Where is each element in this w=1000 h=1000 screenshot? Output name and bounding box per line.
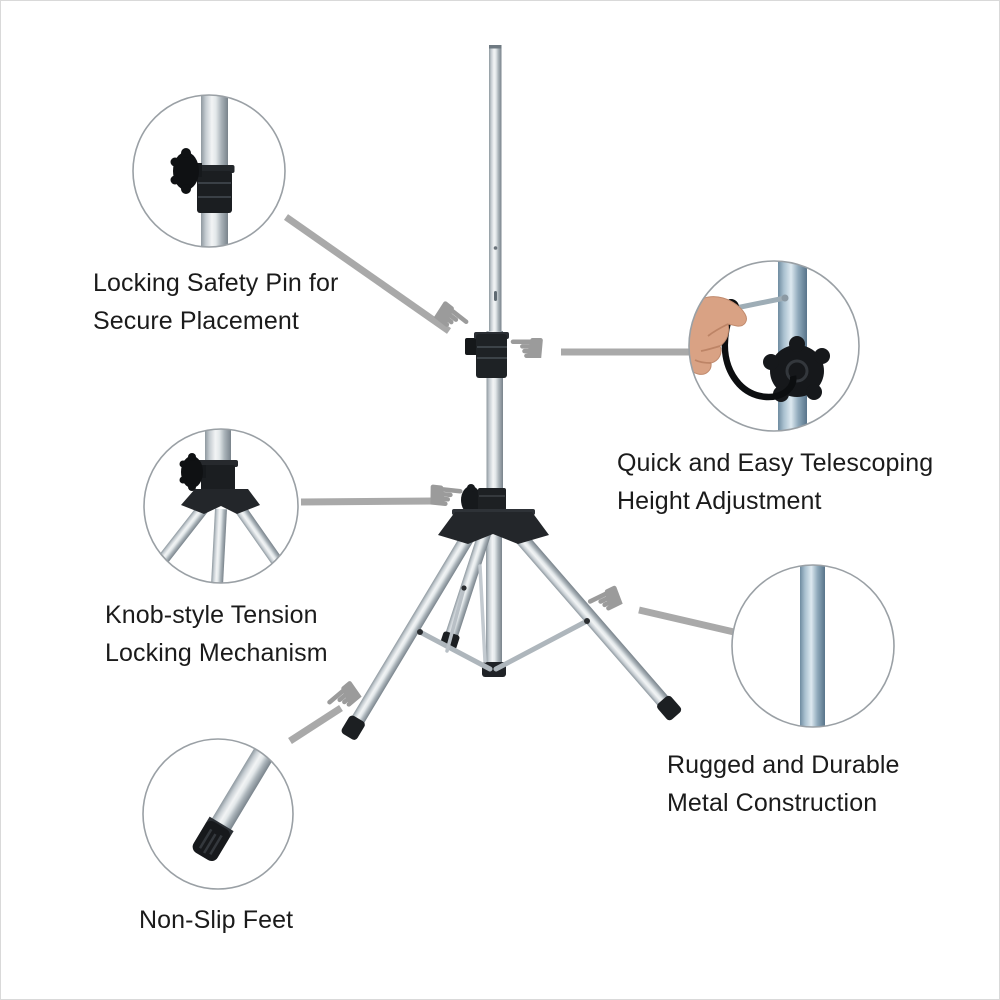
lower-pole (486, 511, 502, 669)
leg-with-foot (192, 739, 284, 862)
metal-pole-section (800, 565, 825, 727)
callout-label-telescoping: Quick and Easy Telescoping Height Adjust… (617, 449, 934, 515)
left-foot (341, 715, 365, 740)
right-leg (504, 520, 682, 721)
callout-label-metal: Rugged and Durable Metal Construction (667, 751, 900, 817)
leader-line-safety-pin (283, 214, 452, 334)
leader-line-tension-knob (300, 497, 435, 506)
leader-line-metal (638, 606, 735, 636)
clamp-knob (465, 338, 478, 355)
upper-pole (489, 45, 502, 337)
pointing-hand-icon: ☛ (423, 469, 469, 524)
right-foot (657, 695, 682, 721)
height-clamp (465, 332, 509, 378)
callout-label-safety-pin: Locking Safety Pin for Secure Placement (93, 269, 339, 335)
callout-circle-feet (142, 738, 294, 890)
callout-circle-safety-pin (132, 94, 286, 248)
tension-knob (461, 486, 481, 514)
callout-circle-metal (731, 564, 895, 728)
callout-circle-telescoping (688, 260, 860, 432)
leader-line-feet (288, 705, 343, 744)
callout-circle-tension-knob (143, 428, 299, 584)
pin-strap (721, 310, 797, 401)
folding-braces (417, 564, 590, 672)
pole-top-cap (489, 45, 502, 49)
tripod-hub (438, 484, 549, 544)
callout-label-feet: Non-Slip Feet (139, 906, 294, 934)
left-leg (341, 521, 482, 740)
telescope-knob (770, 345, 824, 397)
hand-pulling-pin (689, 296, 747, 375)
speaker-stand (341, 45, 682, 740)
leader-lines (283, 214, 735, 744)
hub-zoom (181, 489, 260, 514)
pointing-hand-icon: ☛ (507, 323, 547, 374)
safety-pin-knob (173, 152, 199, 190)
callout-label-tension-knob: Knob-style Tension Locking Mechanism (105, 601, 328, 667)
adjustment-hole (493, 246, 498, 250)
adjustment-slot (494, 291, 497, 301)
